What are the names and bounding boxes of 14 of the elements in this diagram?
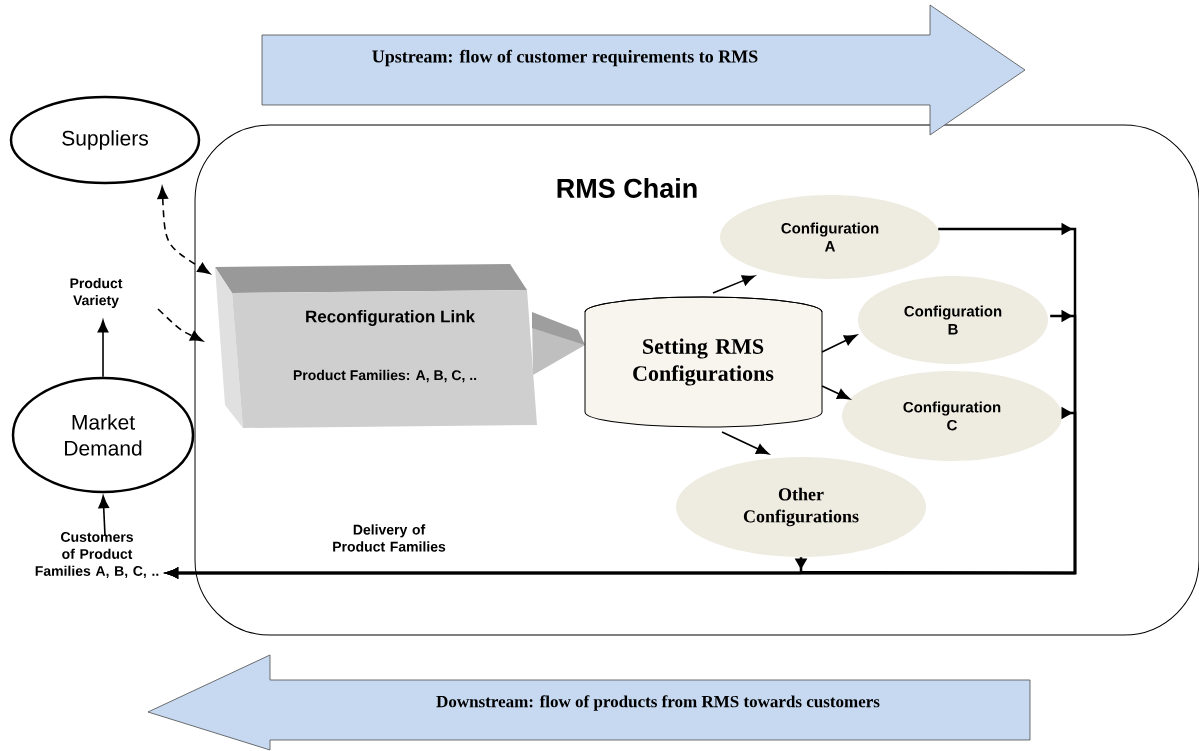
3d-box: Reconfiguration Link Product Families: A, B, C, ..: [215, 264, 585, 428]
text-label: Customers of Product Families A, B, C, ..: [35, 532, 159, 578]
arrow: [721, 431, 769, 455]
arrow: [166, 555, 1077, 578]
arrow: [157, 186, 211, 275]
arrow: [821, 334, 857, 353]
text-label: Product Variety: [70, 277, 123, 308]
cylinder: Setting RMS Configurations: [584, 296, 823, 428]
arrow: [712, 275, 755, 294]
arrow: [821, 385, 850, 400]
text-label: Delivery of Product Families: [333, 524, 446, 552]
arrow: [97, 319, 109, 378]
arrow: [98, 495, 110, 537]
arrow: [157, 308, 203, 342]
